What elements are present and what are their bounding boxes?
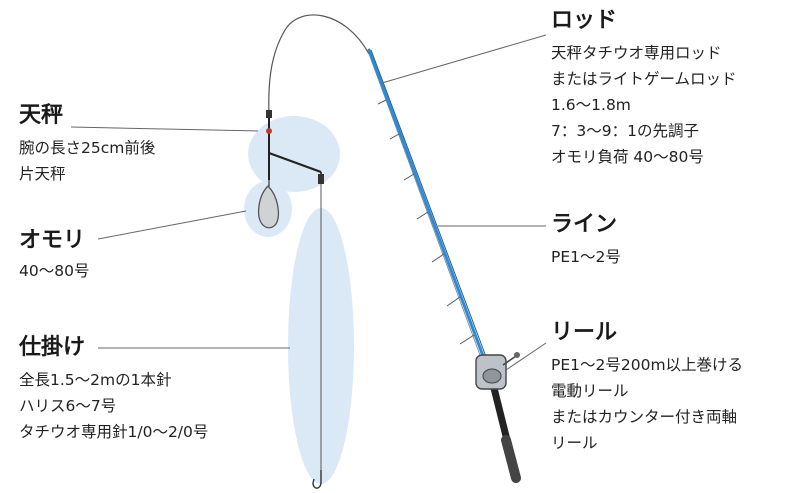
reel-line-4: リール [551,434,598,452]
reel-line-2: 電動リール [551,382,629,400]
rod-line-4: 7：3〜9：1の先調子 [551,122,699,140]
shikake-line-3: タチウオ専用針1/0〜2/0号 [19,423,209,441]
line-title: ライン [551,212,618,237]
tenbin-line-2: 片天秤 [19,165,66,183]
omori-title: オモリ [19,228,86,253]
hook [312,470,322,489]
main-line [268,14,370,116]
reel-line-1: PE1〜2号200m以上巻ける [551,356,744,374]
shikake-line-1: 全長1.5〜2mの1本針 [19,371,172,389]
reel-label: リール PE1〜2号200m以上巻ける 電動リール またはカウンター付き両軸 リ… [551,320,743,456]
rod-pointer [381,34,547,84]
shikake-line-2: ハリス6〜7号 [19,397,117,415]
rod-line-3: 1.6〜1.8m [551,96,631,114]
tenbin-title: 天秤 [19,103,64,128]
line-label: ライン PE1〜2号 [551,212,621,270]
rod [367,48,521,483]
reel-line-3: またはカウンター付き両軸 [551,408,738,426]
tenbin-highlight [248,116,340,192]
tenbin-line-1: 腕の長さ25cm前後 [19,139,156,157]
rod-title: ロッド [551,8,618,33]
line-along-rod [368,53,481,356]
reel [475,352,520,390]
rod-label: ロッド 天秤タチウオ専用ロッド またはライトゲームロッド 1.6〜1.8m 7：… [551,8,737,170]
omori-label: オモリ 40〜80号 [19,228,89,284]
line-line-1: PE1〜2号 [551,248,621,266]
tenbin-pointer [70,126,259,132]
rod-line-2: またはライトゲームロッド [551,70,737,88]
tenbin-rig [266,110,324,188]
reel-pointer [505,342,547,371]
shikake-label: 仕掛け 全長1.5〜2mの1本針 ハリス6〜7号 タチウオ専用針1/0〜2/0号 [19,335,208,445]
shikake-title: 仕掛け [19,335,86,360]
rod-line-1: 天秤タチウオ専用ロッド [551,44,722,62]
omori-pointer [97,210,247,240]
omori-line-1: 40〜80号 [19,262,90,280]
tenbin-label: 天秤 腕の長さ25cm前後 片天秤 [19,103,155,187]
sinker [257,185,279,229]
reel-title: リール [551,320,618,345]
rod-line-5: オモリ負荷 40〜80号 [551,148,704,166]
